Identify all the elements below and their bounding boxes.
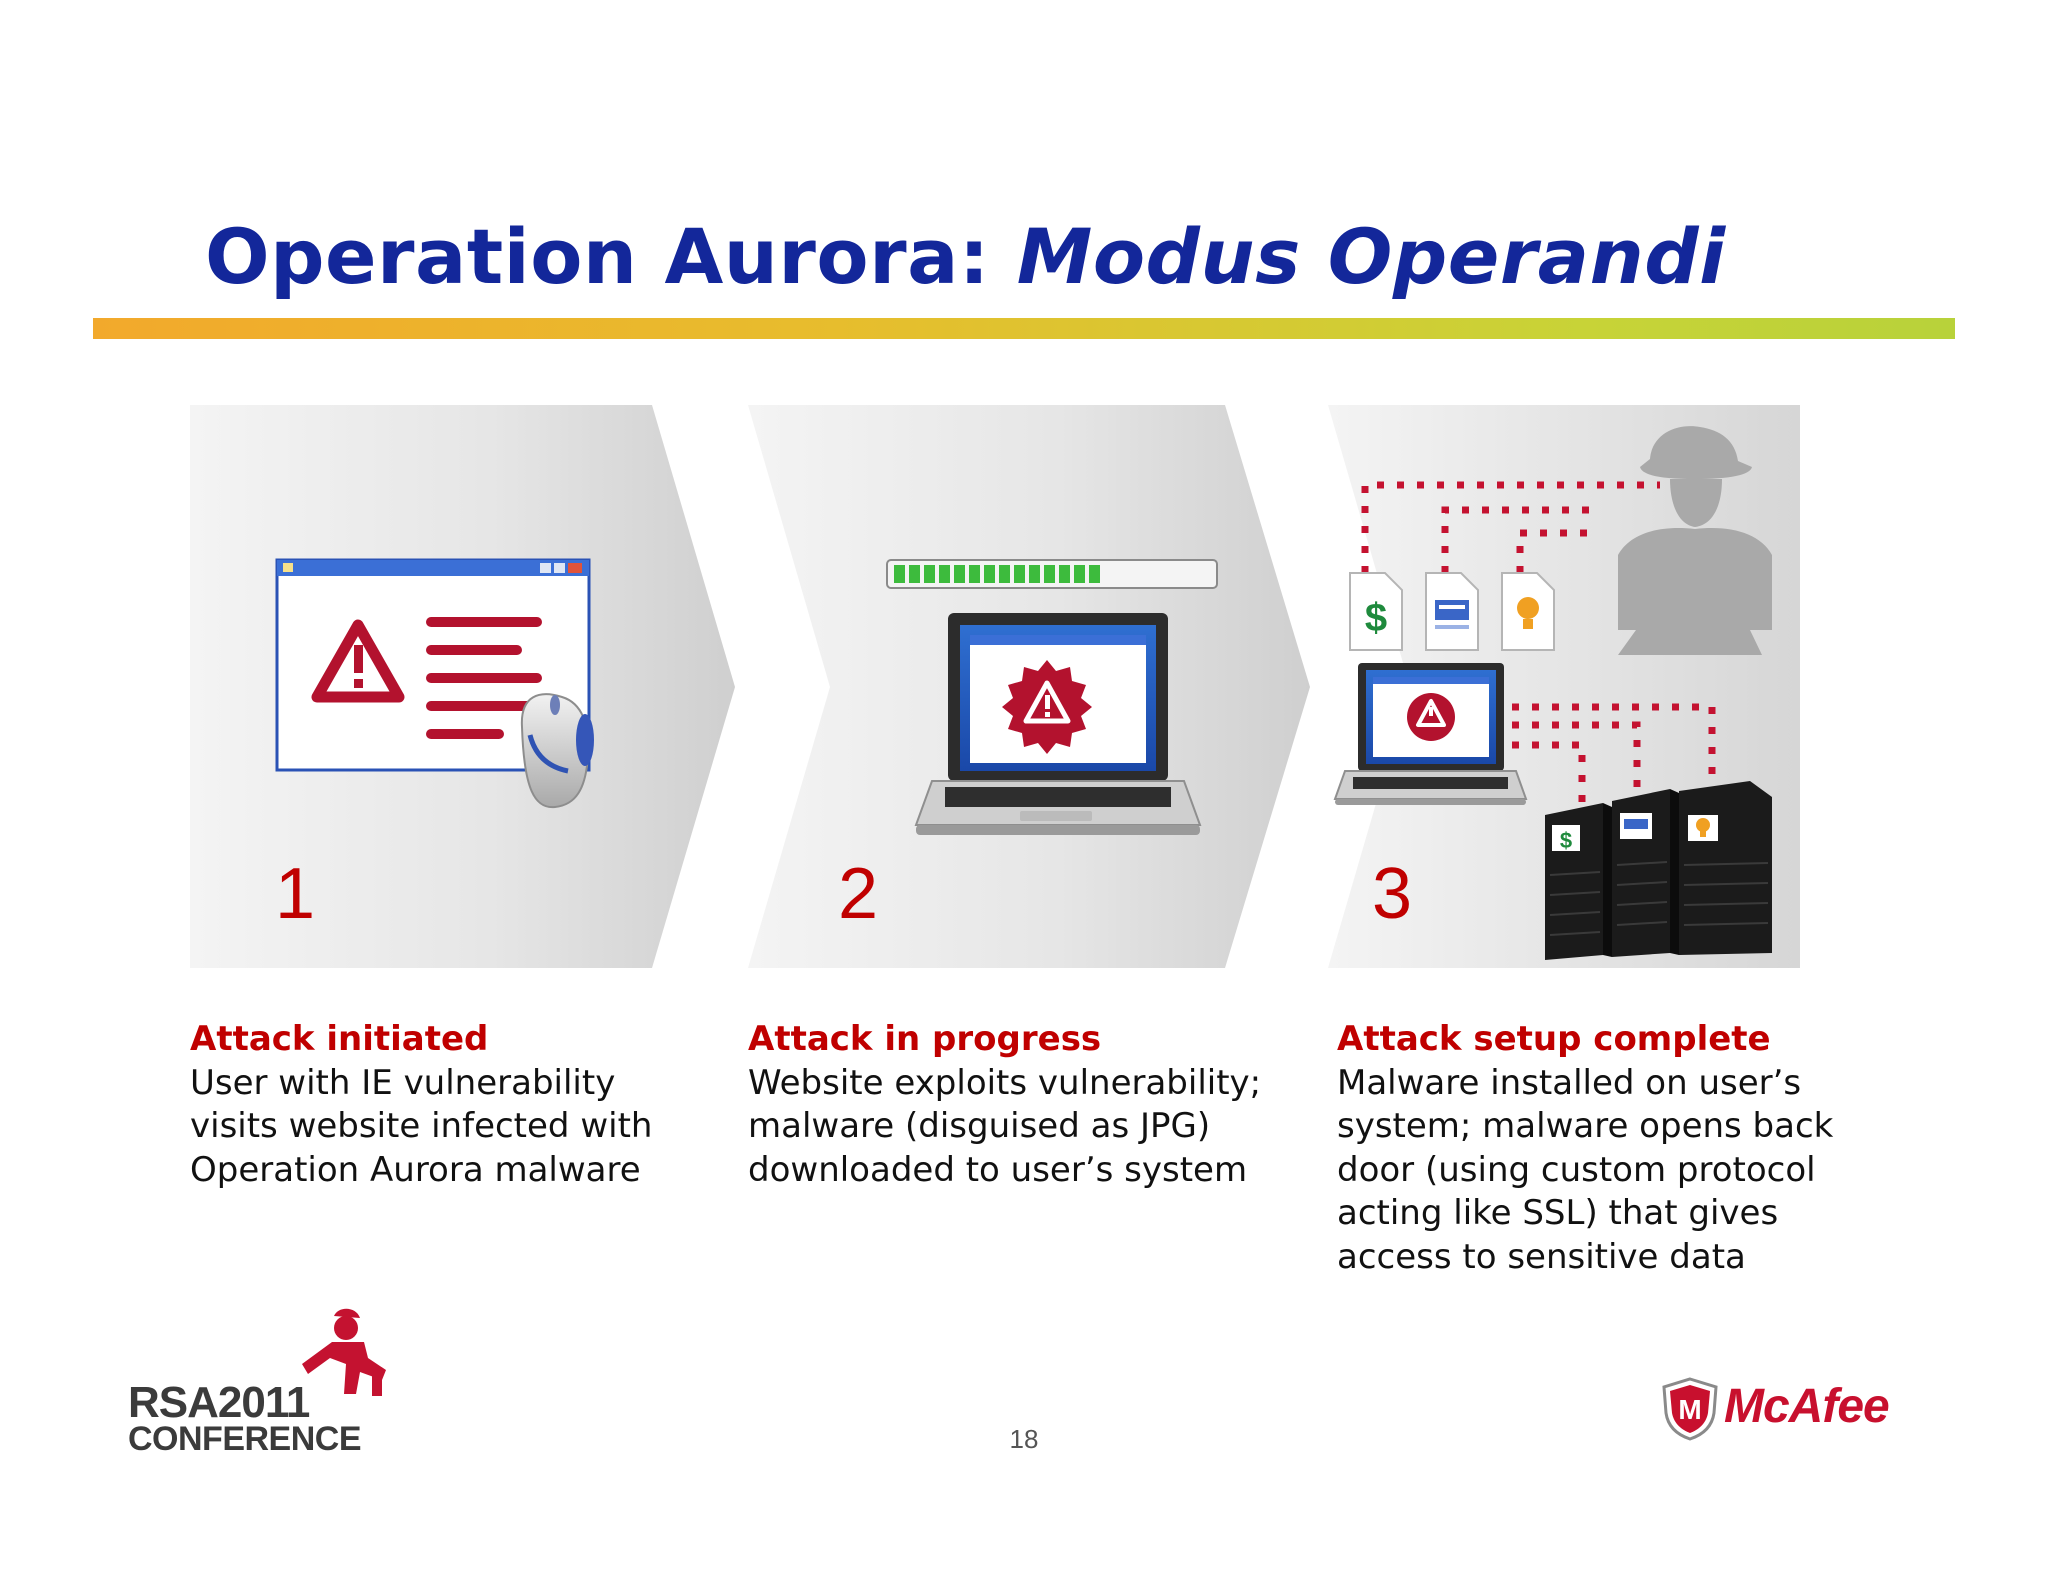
step-caption-3: Attack setup complete Malware installed … (1337, 1018, 1897, 1279)
step-heading: Attack initiated (190, 1019, 489, 1059)
document-idea-icon (1501, 572, 1555, 651)
server-rack-icon: $ (1545, 781, 1772, 960)
rsa-conference-logo: RSA2011 CONFERENCE (124, 1298, 404, 1458)
progress-bar-icon (886, 559, 1218, 589)
slide-title: Operation Aurora: Modus Operandi (205, 212, 1726, 301)
laptop-small-icon (1333, 663, 1528, 805)
svg-text:M: M (1678, 1394, 1701, 1425)
step-body: Website exploits vulnerability; malware … (748, 1062, 1262, 1190)
step-heading: Attack setup complete (1337, 1019, 1771, 1059)
mcafee-wordmark: McAfee (1724, 1380, 1890, 1433)
rsa-brand: RSA (128, 1378, 219, 1427)
page-number: 18 (1009, 1424, 1039, 1454)
title-rule (93, 318, 1955, 339)
document-form-icon (1425, 572, 1479, 651)
mcafee-logo: M McAfee (1658, 1375, 1918, 1445)
step-number-1: 1 (275, 854, 316, 934)
title-plain: Operation Aurora: (205, 212, 1017, 301)
rsa-wordmark: RSA2011 (128, 1378, 310, 1428)
svg-text:$: $ (1560, 828, 1572, 853)
step-body: User with IE vulnerability visits websit… (190, 1062, 653, 1190)
step-number-2: 2 (838, 854, 879, 934)
mcafee-shield-icon: M (1662, 1377, 1718, 1441)
svg-text:$: $ (1365, 596, 1387, 640)
step-heading: Attack in progress (748, 1019, 1102, 1059)
mouse-icon (520, 693, 594, 809)
process-illustration: $ (190, 405, 1800, 968)
step-number-3: 3 (1372, 854, 1413, 934)
step-caption-1: Attack initiated User with IE vulnerabil… (190, 1018, 750, 1192)
hacker-silhouette-icon (1618, 426, 1772, 655)
mascot-icon (302, 1308, 386, 1396)
rsa-conference-label: CONFERENCE (128, 1420, 362, 1458)
rsa-year: 2011 (217, 1378, 310, 1427)
document-dollar-icon: $ (1349, 572, 1403, 651)
step-caption-2: Attack in progress Website exploits vuln… (748, 1018, 1308, 1192)
warning-icon (311, 619, 405, 703)
dotted-connections (1361, 481, 1716, 803)
warning-badge-icon (1002, 660, 1092, 754)
window-text-lines (426, 617, 542, 739)
step-body: Malware installed on user’s system; malw… (1337, 1062, 1834, 1277)
title-italic: Modus Operandi (1016, 212, 1726, 301)
